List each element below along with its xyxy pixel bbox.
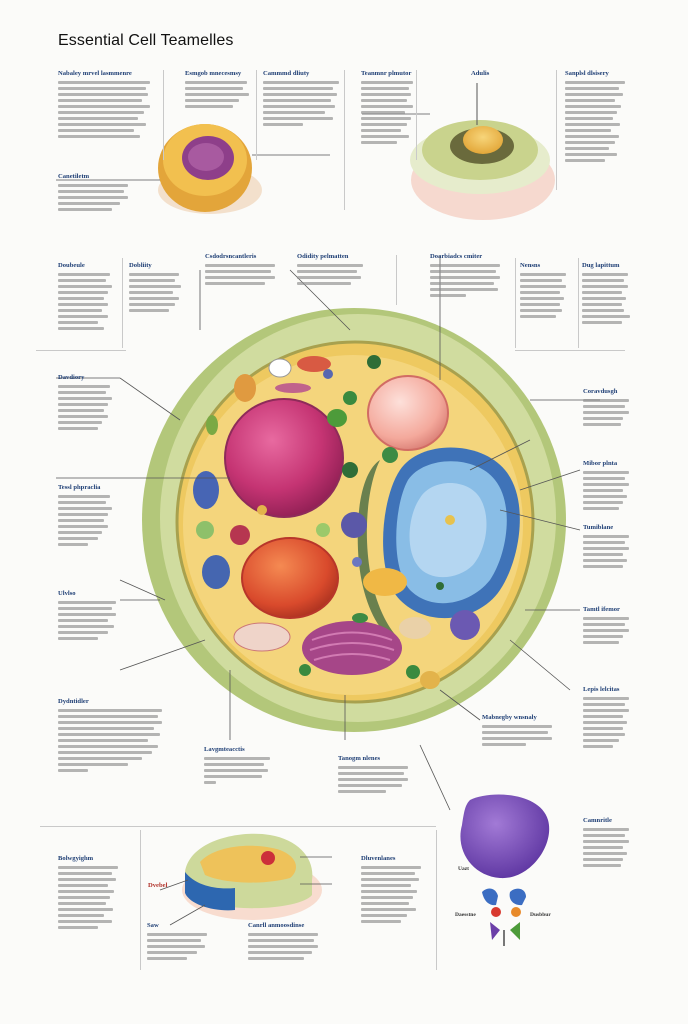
label-block: Esmgob mnecesmsy: [185, 70, 255, 111]
separator: [515, 350, 625, 351]
label-heading: Nabaley mrvel lasmmenre: [58, 70, 132, 77]
label-heading: Lepis lelcitas: [583, 686, 620, 693]
separator: [436, 830, 437, 970]
label-block: Lavgmteacctis: [204, 746, 279, 787]
label-heading: Sanplsl dlsisery: [565, 70, 609, 77]
label-heading: Esmgob mnecesmsy: [185, 70, 242, 77]
label-block: Doarbiadcs cmiter: [430, 253, 510, 300]
label-heading: Canetiletm: [58, 173, 90, 180]
label-heading: Tessl phpraclia: [58, 484, 101, 491]
label-block: Canetiletm: [58, 173, 138, 214]
label-heading: Tumiblane: [583, 524, 614, 531]
label-heading: Dobliity: [129, 262, 152, 269]
label-block: Coravdusgh: [583, 388, 638, 429]
tag-text: Dusbbur: [530, 912, 551, 918]
label-heading: Doarbiadcs cmiter: [430, 253, 483, 260]
label-heading: Mibor plnta: [583, 460, 618, 467]
separator: [140, 830, 141, 970]
label-heading: Dydntidler: [58, 698, 89, 705]
label-heading: Odidity pelmatten: [297, 253, 349, 260]
label-block: Davdiory: [58, 374, 118, 433]
tag-text: Dvebel: [148, 882, 168, 889]
separator: [163, 70, 164, 160]
separator: [396, 255, 397, 305]
label-heading: Dug lapittum: [582, 262, 620, 269]
tag-text: Uazt: [458, 866, 469, 872]
label-block: Teanmnr plmutor: [361, 70, 421, 147]
separator: [122, 258, 123, 348]
label-block: Doubeule: [58, 262, 118, 333]
nucleus: [224, 398, 344, 518]
label-heading: Doubeule: [58, 262, 85, 269]
label-block: Canrll anmoosdinse: [248, 922, 328, 963]
separator: [256, 70, 257, 160]
small-tag: Dvebel: [148, 882, 178, 893]
separator: [556, 70, 557, 190]
label-block: Dug lapittum: [582, 262, 637, 327]
label-block: Bolwgyighm: [58, 855, 128, 932]
pink-organelle: [367, 375, 449, 451]
label-block: Odidity pelmatten: [297, 253, 372, 288]
main-cell: [142, 308, 566, 732]
top-right-cell-slice: [410, 83, 555, 220]
label-heading: Csdodrsncantleris: [205, 253, 257, 260]
label-heading: Bolwgyighm: [58, 855, 94, 862]
separator: [515, 258, 516, 348]
label-block: Sanplsl dlsisery: [565, 70, 635, 165]
label-block: Tumiblane: [583, 524, 638, 571]
label-block: Tamtl ifemor: [583, 606, 638, 647]
label-heading: Davdiory: [58, 374, 85, 381]
small-tag: Dusbbur: [530, 912, 570, 922]
red-organelle: [241, 537, 339, 619]
label-heading: Coravdusgh: [583, 388, 618, 395]
label-block: Tessl phpraclia: [58, 484, 118, 549]
top-left-cell-slice: [158, 124, 262, 214]
small-tag: Uazt: [458, 866, 488, 876]
page-title: Essential Cell Teamelles: [58, 32, 234, 49]
label-block: Ulvlso: [58, 590, 123, 643]
label-heading: Mabnegby wnsnaly: [482, 714, 537, 721]
label-heading: Cammmd dliuty: [263, 70, 310, 77]
label-block: Csdodrsncantleris: [205, 253, 280, 288]
label-block: Adulis: [471, 70, 511, 81]
label-block: Dydntidler: [58, 698, 168, 775]
label-heading: Saw: [147, 922, 159, 929]
label-heading: Dluvenlanes: [361, 855, 396, 862]
separator: [416, 70, 417, 160]
label-block: Dobliity: [129, 262, 189, 315]
label-block: Dluvenlanes: [361, 855, 431, 926]
label-heading: Ulvlso: [58, 590, 76, 597]
label-heading: Adulis: [471, 70, 490, 77]
label-heading: Camnritle: [583, 817, 612, 824]
purple-organelle-detail: [460, 794, 550, 946]
bottom-cell-slice: [182, 833, 322, 920]
label-heading: Nensns: [520, 262, 541, 269]
label-block: Mibor plnta: [583, 460, 638, 513]
small-tag: Daesstne: [455, 912, 495, 922]
label-heading: Tanogm nlenes: [338, 755, 381, 762]
separator: [40, 826, 436, 827]
label-heading: Lavgmteacctis: [204, 746, 245, 753]
label-heading: Canrll anmoosdinse: [248, 922, 305, 929]
label-block: Nensns: [520, 262, 575, 321]
label-block: Nabaley mrvel lasmmenre: [58, 70, 158, 141]
separator: [578, 258, 579, 348]
tag-text: Daesstne: [455, 912, 476, 918]
label-heading: Tamtl ifemor: [583, 606, 620, 613]
label-heading: Teanmnr plmutor: [361, 70, 412, 77]
separator: [344, 70, 345, 210]
label-block: Lepis lelcitas: [583, 686, 638, 751]
label-block: Camnritle: [583, 817, 638, 870]
separator: [36, 350, 126, 351]
label-block: Cammmd dliuty: [263, 70, 343, 129]
label-block: Tanogm nlenes: [338, 755, 418, 796]
label-block: Saw: [147, 922, 217, 963]
label-block: Mabnegby wnsnaly: [482, 714, 562, 749]
